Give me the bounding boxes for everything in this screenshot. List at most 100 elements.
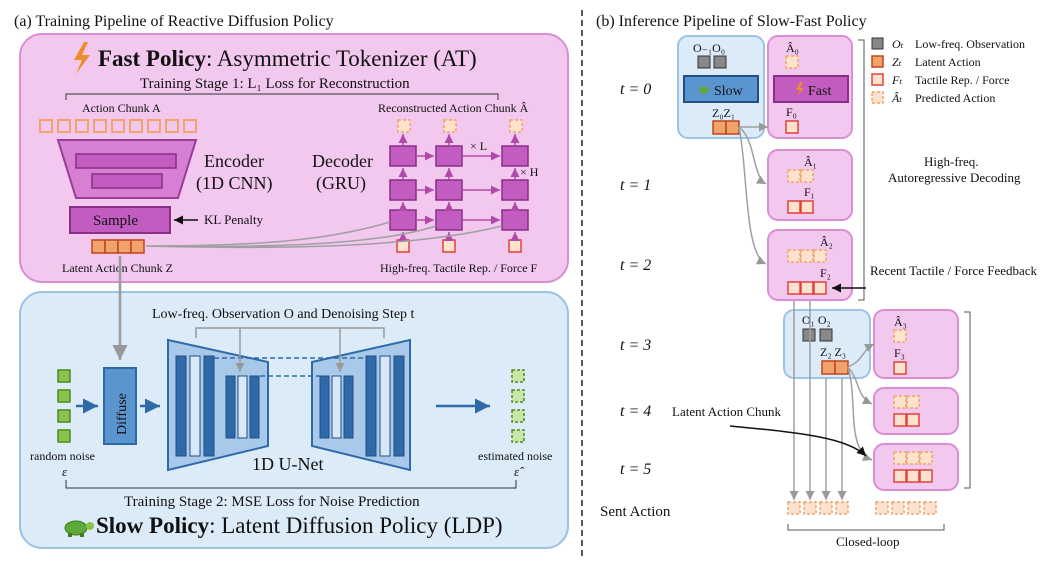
- time-label-2: t = 2: [620, 257, 651, 274]
- obs-12-label: O₁ O₂: [802, 313, 831, 327]
- z01-label: Z₀Z₁: [712, 106, 735, 120]
- a1-label: Â₁: [804, 155, 817, 169]
- eps-hat-label: ε̂: [514, 464, 524, 479]
- stage1-label: Training Stage 1: L₁ Loss for Reconstruc…: [140, 76, 410, 92]
- gru-cells: [389, 145, 529, 231]
- gru-arrows: [398, 134, 520, 225]
- lightning-icon: [74, 42, 90, 74]
- a3-label: Â₃: [894, 315, 907, 329]
- slow-policy-title: Slow Policy: Latent Diffusion Policy (LD…: [96, 513, 503, 538]
- legend-text-3: Predicted Action: [915, 91, 995, 105]
- f1-label: F₁: [804, 185, 815, 199]
- time-label-1: t = 1: [620, 177, 651, 194]
- slow-label: Slow: [714, 84, 744, 99]
- unet-decoder-bars: [319, 355, 405, 457]
- encoder-bar-2: [91, 173, 163, 189]
- random-noise-squares: [57, 369, 71, 443]
- decoder-label: Decoder: [312, 151, 373, 171]
- legend-pred-square: [871, 91, 884, 104]
- legend-tactile-square: [871, 73, 884, 86]
- latent-squares-t3: [821, 360, 849, 375]
- tactile-squares: [396, 239, 522, 253]
- legend-sym-0: Oₜ: [892, 37, 904, 51]
- legend-latent-square: [871, 55, 884, 68]
- latent-squares-t0: [712, 120, 740, 135]
- slow-policy-box: [19, 291, 569, 549]
- times-h-label: × H: [520, 165, 539, 179]
- obs-squares-t3: [802, 328, 833, 342]
- pred-squares-t2: [787, 249, 827, 263]
- latent-to-decoder-arrows: [145, 221, 503, 249]
- legend-obs-square: [871, 37, 884, 50]
- legend-sym-2: Fₜ: [891, 73, 902, 87]
- unet-encoder-bars: [175, 355, 260, 457]
- highfreq-bracket: [858, 39, 865, 301]
- a2-label: Â₂: [820, 235, 833, 249]
- fast-box-t3: [873, 309, 959, 379]
- turtle-icon: [64, 520, 94, 537]
- f0-label: F₀: [786, 105, 797, 119]
- fast-lightning-icon: [796, 82, 804, 97]
- pred-squares-t4: [893, 395, 920, 409]
- encoder-sub-label: (1D CNN): [196, 173, 273, 194]
- obs-01-label: O₋₁O₀: [693, 41, 725, 55]
- times-l-label: × L: [470, 139, 487, 153]
- stage2-bracket: [65, 480, 517, 489]
- sent-action-label: Sent Action: [600, 504, 671, 520]
- encoder-label: Encoder: [204, 151, 264, 171]
- obs-label: Low-freq. Observation O and Denoising St…: [152, 307, 415, 322]
- closed-loop-label: Closed-loop: [836, 534, 900, 549]
- tactile-squares-t2: [787, 281, 827, 295]
- f2-label: F₂: [820, 266, 831, 280]
- diffuse-label: Diffuse: [115, 393, 130, 435]
- pred-square-t3: [893, 329, 907, 343]
- legend-text-0: Low-freq. Observation: [915, 37, 1025, 51]
- tactile-squares-t5: [893, 469, 933, 483]
- estimated-noise-label: estimated noise: [478, 449, 552, 463]
- time-label-0: t = 0: [620, 81, 651, 98]
- tactile-squares-t4: [893, 413, 920, 427]
- slow-turtle-icon: [699, 86, 709, 94]
- fast-block: [773, 75, 849, 103]
- legend-text-1: Latent Action: [915, 55, 981, 69]
- recon-squares: [397, 119, 523, 133]
- left-panel-title: (a) Training Pipeline of Reactive Diffus…: [14, 13, 334, 30]
- pred-square-t0: [785, 55, 799, 69]
- encoder-block: [56, 139, 198, 199]
- action-chunk-label: Action Chunk A: [82, 101, 161, 115]
- z23-label: Z₂ Z₃: [820, 345, 846, 359]
- t3-bracket: [964, 311, 971, 489]
- latent-chunk-label: Latent Action Chunk Z: [62, 261, 173, 275]
- fast-box-t4: [873, 387, 959, 435]
- obs-conditioning-arrows: [195, 327, 385, 372]
- tactile-square-t3: [893, 361, 907, 375]
- tactile-squares-t1: [787, 200, 814, 214]
- diffuse-block: [103, 367, 137, 445]
- sent-action-squares: [787, 501, 937, 515]
- recon-chunk-label: Reconstructed Action Chunk Â: [378, 101, 529, 115]
- autoreg-label: Autoregressive Decoding: [888, 170, 1021, 185]
- time-label-4: t = 4: [620, 403, 651, 420]
- time-label-5: t = 5: [620, 461, 651, 478]
- closed-loop-bracket: [787, 524, 945, 531]
- pred-squares-t5: [893, 451, 933, 465]
- tactile-square-t0: [785, 120, 799, 134]
- time-label-3: t = 3: [620, 337, 651, 354]
- latent-chunk-annotation: Latent Action Chunk: [672, 404, 782, 419]
- time-labels: t = 0 t = 1 t = 2 t = 3 t = 4 t = 5: [620, 81, 651, 478]
- highfreq-label: High-freq.: [924, 154, 979, 169]
- encoder-bar-1: [75, 153, 177, 169]
- fast-policy-title: Fast Policy: Asymmetric Tokenizer (AT): [98, 46, 477, 71]
- legend-sym-3: Âₜ: [891, 91, 902, 105]
- legend: Oₜ Low-freq. Observation Zₜ Latent Actio…: [871, 37, 1025, 105]
- a0-label: Â₀: [786, 41, 799, 55]
- random-noise-label: random noise: [30, 449, 95, 463]
- action-chunk-squares: [39, 119, 197, 133]
- recent-feedback-label: Recent Tactile / Force Feedback: [870, 263, 1038, 278]
- stage1-bracket: [65, 93, 499, 100]
- decoder-sub-label: (GRU): [316, 173, 366, 194]
- pred-squares-t1: [787, 169, 814, 183]
- latent-chunk-annotation-arrow: [729, 425, 867, 457]
- sample-label: Sample: [93, 213, 138, 229]
- eps-label: ε: [62, 464, 68, 479]
